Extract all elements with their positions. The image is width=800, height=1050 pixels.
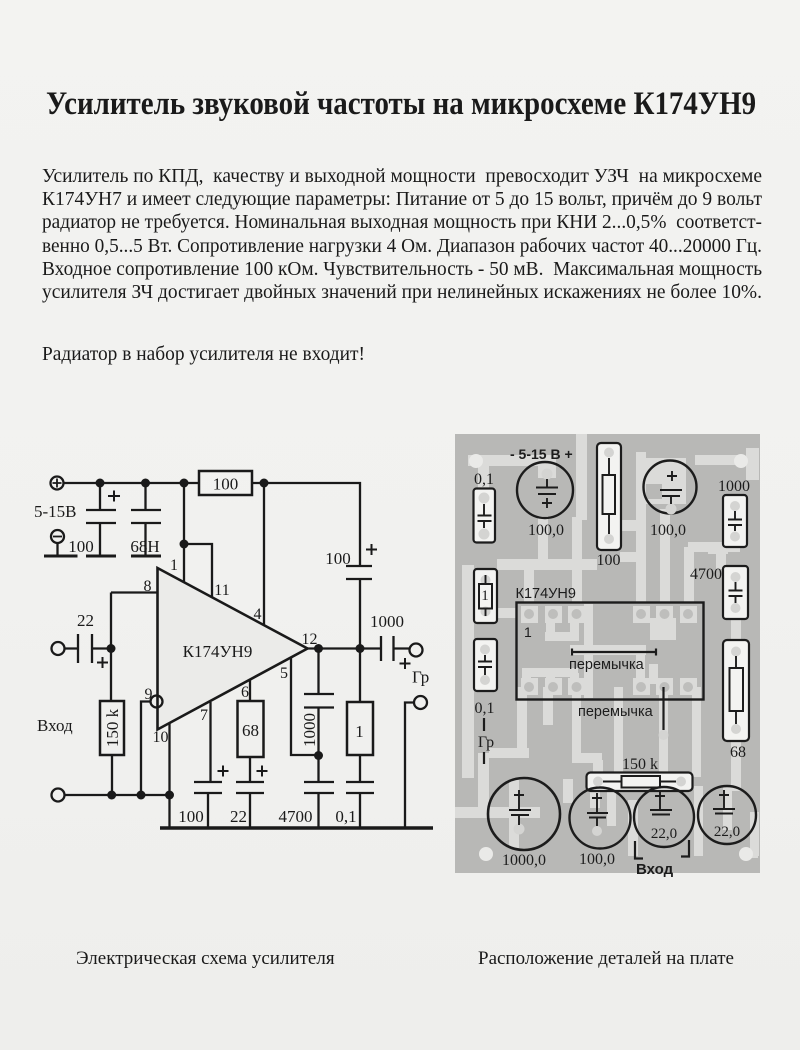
svg-text:0,1: 0,1 (474, 471, 494, 488)
svg-text:22,0: 22,0 (651, 826, 677, 842)
svg-text:100: 100 (68, 537, 94, 556)
svg-text:Вход: Вход (37, 716, 73, 735)
svg-text:68Н: 68Н (130, 537, 159, 556)
svg-text:22: 22 (230, 807, 247, 826)
svg-text:5: 5 (280, 665, 288, 682)
svg-text:100: 100 (325, 549, 351, 568)
svg-text:перемычка: перемычка (578, 704, 654, 720)
svg-text:22,0: 22,0 (714, 824, 740, 840)
svg-text:1: 1 (481, 588, 489, 604)
svg-text:10: 10 (153, 729, 169, 746)
svg-text:6: 6 (241, 684, 249, 701)
svg-text:100: 100 (213, 475, 239, 494)
svg-text:1: 1 (524, 624, 532, 640)
svg-text:4700: 4700 (690, 566, 722, 583)
svg-text:4700: 4700 (279, 807, 313, 826)
svg-text:22: 22 (77, 611, 94, 630)
svg-text:100: 100 (597, 552, 621, 569)
svg-text:- 5-15 В +: - 5-15 В + (510, 446, 573, 462)
svg-text:Вход: Вход (636, 861, 674, 878)
svg-text:1000,0: 1000,0 (502, 852, 546, 869)
svg-text:0,1: 0,1 (475, 700, 495, 717)
svg-text:4: 4 (254, 606, 262, 623)
svg-text:Гр: Гр (412, 668, 429, 687)
svg-text:8: 8 (144, 578, 152, 595)
svg-text:100,0: 100,0 (528, 522, 564, 539)
svg-text:К174УН9: К174УН9 (516, 586, 576, 602)
svg-text:1000: 1000 (300, 713, 319, 747)
svg-text:11: 11 (214, 582, 229, 599)
svg-text:1: 1 (355, 722, 364, 741)
svg-text:150 k: 150 k (622, 756, 658, 773)
svg-text:100,0: 100,0 (650, 522, 686, 539)
svg-text:7: 7 (200, 707, 208, 724)
svg-text:9: 9 (145, 686, 153, 703)
svg-text:68: 68 (730, 744, 746, 761)
svg-text:12: 12 (302, 631, 318, 648)
svg-text:Гр: Гр (478, 734, 494, 751)
svg-text:1000: 1000 (718, 478, 750, 495)
svg-text:150 k: 150 k (103, 708, 122, 747)
svg-text:1: 1 (170, 557, 178, 574)
svg-text:перемычка: перемычка (569, 657, 645, 673)
svg-text:1000: 1000 (370, 612, 404, 631)
svg-text:68: 68 (242, 721, 259, 740)
svg-text:0,1: 0,1 (335, 807, 356, 826)
svg-text:5-15В: 5-15В (34, 502, 77, 521)
svg-text:100: 100 (178, 807, 204, 826)
svg-text:К174УН9: К174УН9 (183, 642, 253, 661)
svg-text:100,0: 100,0 (579, 851, 615, 868)
